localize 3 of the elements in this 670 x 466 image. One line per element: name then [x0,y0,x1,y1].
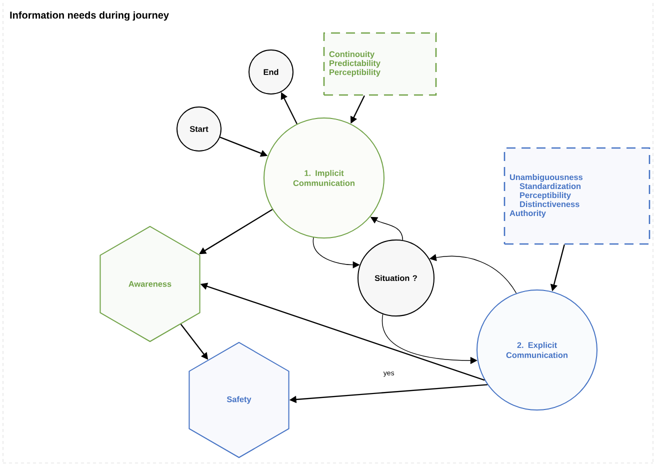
title: Information needs during journey [10,11,169,21]
note-box: Continouity Predictability Perceptibility [323,32,437,96]
note-box: Unambiguousness Standardization Perceptibility Distinctiveness Authority [504,147,650,245]
